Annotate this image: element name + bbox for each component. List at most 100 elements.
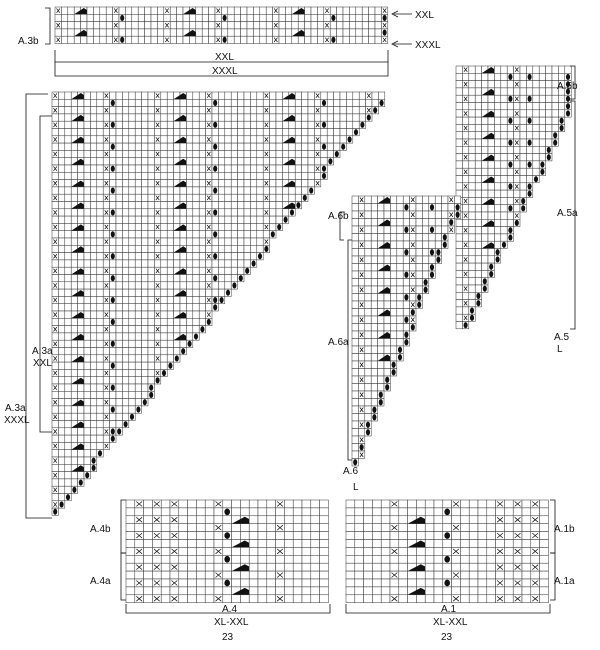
dot-icon bbox=[482, 285, 487, 292]
a5a-label: A.5a bbox=[557, 208, 578, 219]
dot-icon bbox=[417, 301, 422, 308]
cross-stitch-icon bbox=[153, 532, 160, 539]
cross-stitch-icon bbox=[53, 283, 58, 288]
dot-icon bbox=[429, 249, 435, 256]
dot-icon bbox=[168, 362, 173, 369]
dot-icon bbox=[508, 234, 513, 241]
dot-icon bbox=[533, 176, 539, 183]
top-bracket-xxxl-label: XXXL bbox=[212, 66, 238, 77]
dot-icon bbox=[565, 81, 571, 88]
cross-stitch-icon bbox=[514, 111, 519, 116]
dot-icon bbox=[565, 103, 571, 110]
dot-icon bbox=[321, 165, 327, 172]
cross-stitch-icon bbox=[206, 283, 211, 288]
dot-icon bbox=[91, 464, 96, 472]
cross-stitch-icon bbox=[410, 197, 415, 203]
dot-icon bbox=[213, 99, 218, 107]
dot-icon bbox=[449, 219, 454, 226]
cross-stitch-icon bbox=[171, 532, 178, 539]
cross-stitch-icon bbox=[153, 517, 160, 523]
dot-icon bbox=[213, 253, 218, 260]
dot-icon bbox=[508, 205, 513, 212]
cross-stitch-icon bbox=[155, 195, 160, 201]
cross-stitch-icon bbox=[273, 37, 278, 43]
cross-stitch-icon bbox=[463, 315, 468, 321]
cross-stitch-icon bbox=[155, 107, 160, 113]
cross-stitch-icon bbox=[104, 356, 109, 361]
cross-stitch-icon bbox=[215, 548, 222, 555]
cross-stitch-icon bbox=[449, 197, 454, 203]
cross-stitch-icon bbox=[366, 93, 371, 99]
a1-count: 23 bbox=[441, 632, 453, 643]
dot-icon bbox=[559, 124, 564, 132]
dot-icon bbox=[565, 73, 571, 81]
dot-icon bbox=[110, 318, 115, 326]
cross-stitch-icon bbox=[155, 356, 160, 361]
dot-icon bbox=[129, 413, 135, 420]
dot-icon bbox=[565, 88, 571, 95]
dot-icon bbox=[225, 289, 231, 296]
dot-icon bbox=[404, 339, 409, 346]
a5-name: A.5 bbox=[554, 332, 569, 343]
a1-name: A.1 bbox=[441, 604, 456, 615]
cross-stitch-icon bbox=[165, 37, 169, 43]
dot-icon bbox=[91, 457, 96, 464]
dot-icon bbox=[527, 139, 532, 146]
cross-stitch-icon bbox=[514, 580, 521, 586]
cross-stitch-icon bbox=[463, 242, 468, 248]
cross-stitch-icon bbox=[359, 332, 364, 338]
dot-icon bbox=[444, 508, 451, 516]
dot-icon bbox=[353, 459, 358, 466]
cross-stitch-icon bbox=[104, 312, 109, 318]
cross-stitch-icon bbox=[53, 253, 58, 259]
cross-stitch-icon bbox=[514, 154, 519, 160]
dot-icon bbox=[391, 361, 396, 368]
cross-stitch-icon bbox=[155, 297, 160, 303]
dot-icon bbox=[331, 36, 336, 43]
dot-icon bbox=[404, 294, 409, 301]
cross-stitch-icon bbox=[104, 385, 109, 391]
cross-stitch-icon bbox=[53, 297, 58, 303]
dot-icon bbox=[224, 555, 231, 563]
cross-stitch-icon bbox=[391, 572, 398, 578]
cross-stitch-icon bbox=[136, 548, 143, 555]
dot-icon bbox=[110, 435, 115, 442]
cross-stitch-icon bbox=[452, 501, 460, 507]
dot-icon bbox=[501, 241, 507, 248]
cross-stitch-icon bbox=[155, 122, 160, 128]
cross-stitch-icon bbox=[53, 414, 58, 420]
dot-icon bbox=[193, 333, 199, 340]
cross-stitch-icon bbox=[153, 596, 160, 602]
a3a-xxxl-name: A.3a bbox=[5, 403, 26, 414]
cross-stitch-icon bbox=[104, 370, 109, 376]
dot-icon bbox=[110, 275, 115, 282]
a3a-xxxl-size: XXXL bbox=[4, 415, 30, 426]
dot-icon bbox=[353, 129, 359, 136]
cross-stitch-icon bbox=[153, 580, 160, 586]
dot-icon bbox=[65, 494, 71, 501]
cross-stitch-icon bbox=[496, 532, 504, 539]
cross-stitch-icon bbox=[264, 122, 269, 128]
dot-icon bbox=[527, 161, 532, 168]
dot-icon bbox=[521, 197, 526, 205]
cross-stitch-icon bbox=[264, 93, 269, 99]
dot-icon bbox=[321, 99, 327, 107]
dot-icon bbox=[321, 172, 327, 180]
a1b-label: A.1b bbox=[554, 524, 575, 535]
dot-icon bbox=[110, 165, 115, 172]
cross-stitch-icon bbox=[359, 362, 364, 368]
dot-icon bbox=[206, 318, 211, 326]
dot-icon bbox=[553, 132, 558, 139]
cross-stitch-icon bbox=[155, 239, 160, 245]
dot-icon bbox=[489, 270, 494, 278]
cross-stitch-icon bbox=[276, 524, 284, 531]
cross-stitch-icon bbox=[359, 392, 364, 398]
cross-stitch-icon bbox=[206, 195, 211, 201]
cross-stitch-icon bbox=[359, 302, 364, 308]
dot-icon bbox=[213, 187, 218, 194]
cross-stitch-icon bbox=[532, 596, 539, 602]
cross-stitch-icon bbox=[315, 122, 320, 128]
cross-stitch-icon bbox=[53, 268, 58, 274]
cross-stitch-icon bbox=[53, 122, 58, 128]
cross-stitch-icon bbox=[206, 107, 211, 113]
